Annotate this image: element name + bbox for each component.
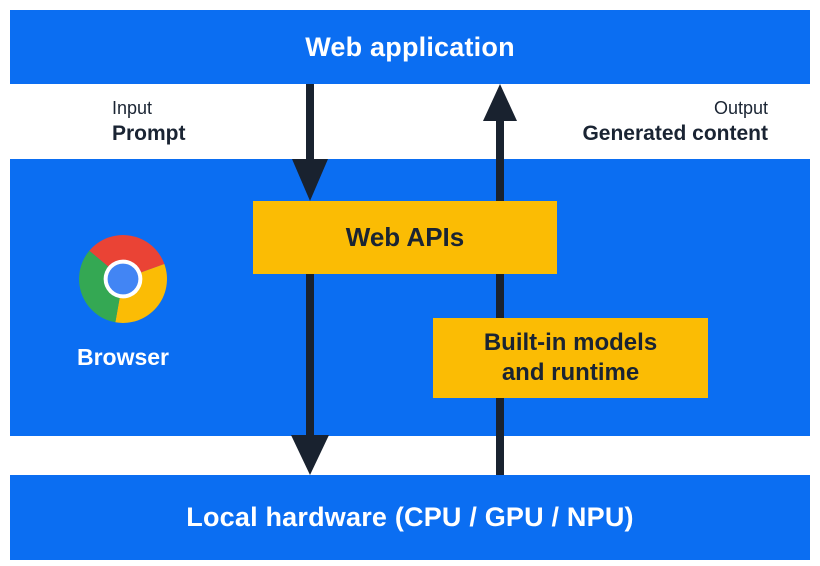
browser-label: Browser [76,344,170,370]
down-arrowhead-into-local-hardware [291,435,329,475]
web-application-bar: Web application [10,10,810,84]
input-value-label: Prompt [112,122,186,145]
local-hardware-bar: Local hardware (CPU / GPU / NPU) [10,475,810,560]
up-arrow-shaft [496,121,504,475]
local-hardware-label: Local hardware (CPU / GPU / NPU) [186,502,634,532]
web-apis-label: Web APIs [345,222,465,252]
builtin-models-label: Built-in models and runtime [484,328,657,388]
down-arrow-shaft-lower [306,274,314,436]
output-value-label: Generated content [582,122,768,145]
input-caption-block: Input Prompt [112,96,186,148]
up-arrowhead-into-web-application [483,84,517,121]
builtin-models-box: Built-in models and runtime [433,318,708,398]
output-caption-block: Output Generated content [582,96,768,148]
web-apis-box: Web APIs [253,201,557,274]
input-caption: Input [112,98,153,118]
builtin-models-line1: Built-in models [483,329,658,356]
output-caption: Output [713,98,768,118]
builtin-models-line2: and runtime [501,359,640,386]
web-application-label: Web application [305,31,515,62]
down-arrow-shaft-upper [306,84,314,164]
chrome-icon [79,235,167,323]
down-arrowhead-into-web-apis [292,159,328,201]
